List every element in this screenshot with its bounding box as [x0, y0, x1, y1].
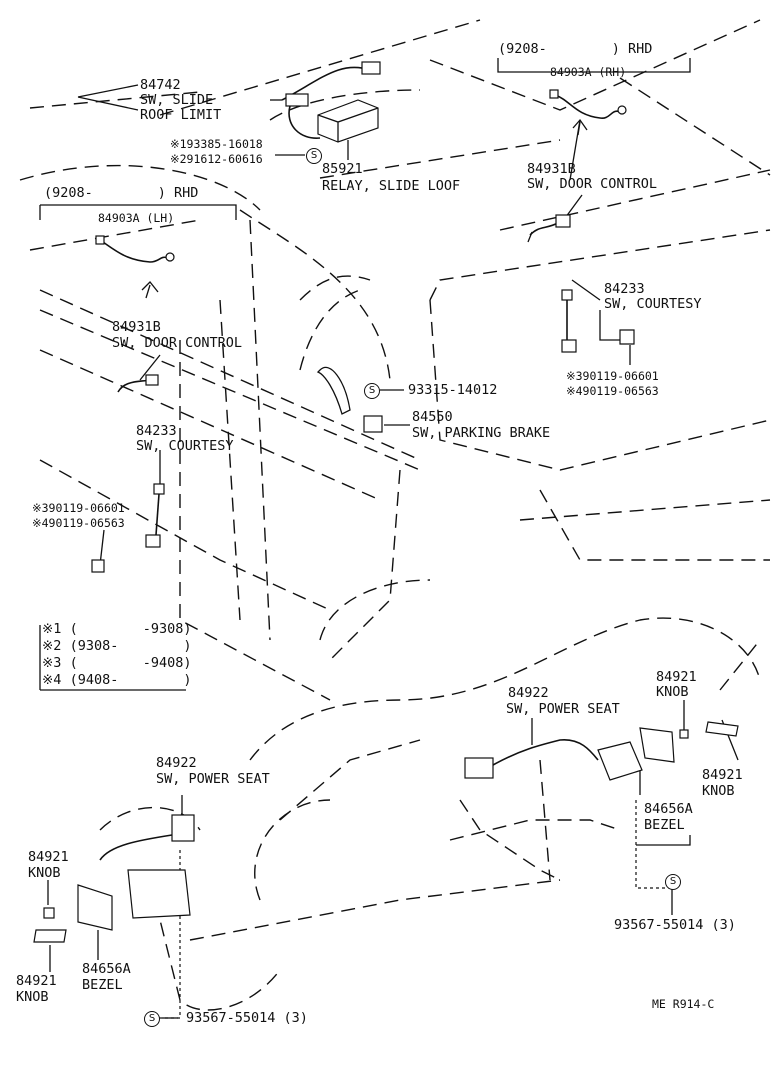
- part-number-84903a-rh: 84903A (RH): [550, 65, 627, 79]
- screw-s-symbol: S: [665, 874, 681, 890]
- part-name-84921-l2: KNOB: [16, 989, 49, 1005]
- part-name-84233-l: SW, COURTESY: [136, 438, 234, 454]
- part-number-84742: 84742: [140, 77, 181, 93]
- legend-row-3: ※3 ( -9408): [42, 655, 192, 671]
- screw-note-1: ※193385-16018: [170, 137, 263, 151]
- legend-row-1: ※1 ( -9308): [42, 621, 192, 637]
- bolt-note-r-2: ※490119-06563: [566, 384, 659, 398]
- part-name-84922-l: SW, POWER SEAT: [156, 771, 270, 787]
- part-number-93567-l: 93567-55014 (3): [186, 1010, 308, 1026]
- courtesy-switch-l: [91, 483, 165, 573]
- power-seat-switch-r: [464, 721, 739, 781]
- part-name-84656a-r: BEZEL: [644, 817, 685, 833]
- power-seat-switch-l: [33, 814, 195, 943]
- bolt-note-r-1: ※390119-06601: [566, 369, 659, 383]
- part-number-84921-r2: 84921: [702, 767, 743, 783]
- part-name-84921-l1: KNOB: [28, 865, 61, 881]
- screw-s-symbol: S: [144, 1011, 160, 1027]
- part-name-84233-r: SW, COURTESY: [604, 296, 702, 312]
- part-number-84233-l: 84233: [136, 423, 177, 439]
- rhd-note-left: (9208- ) RHD: [44, 185, 199, 201]
- part-name-85921: RELAY, SLIDE LOOF: [322, 178, 461, 194]
- legend-row-4: ※4 (9408- ): [42, 672, 192, 688]
- part-name-84922-r: SW, POWER SEAT: [506, 701, 620, 717]
- part-number-84903a-lh: 84903A (LH): [98, 211, 175, 225]
- rhd-note-right: (9208- ) RHD: [498, 41, 653, 57]
- legend-row-2: ※2 (9308- ): [42, 638, 192, 654]
- part-number-85921: 85921: [322, 161, 363, 177]
- courtesy-switch-r: [561, 289, 635, 353]
- part-number-84922-l: 84922: [156, 755, 197, 771]
- screw-s-symbol: S: [306, 148, 322, 164]
- slide-roof-relay: [317, 99, 379, 143]
- parking-brake-switch: [316, 366, 383, 433]
- part-number-84656a-l: 84656A: [82, 961, 131, 977]
- part-number-84922-r: 84922: [508, 685, 549, 701]
- door-control-switch-l: [117, 374, 159, 393]
- part-name-84921-r2: KNOB: [702, 783, 735, 799]
- slide-roof-limit-switch: [281, 61, 381, 139]
- part-name-84931b-l: SW, DOOR CONTROL: [112, 335, 243, 351]
- door-control-switch-r: [527, 214, 571, 243]
- part-number-84931b-l: 84931B: [112, 319, 161, 335]
- body-outline-lines: [19, 19, 771, 1011]
- part-name-84931b-r: SW, DOOR CONTROL: [527, 176, 658, 192]
- part-number-84921-r1: 84921: [656, 669, 697, 685]
- part-name-84921-r1: KNOB: [656, 684, 689, 700]
- part-name-84742-1: SW, SLIDE: [140, 92, 214, 108]
- part-number-84656a-r: 84656A: [644, 801, 693, 817]
- part-name-84742-2: ROOF LIMIT: [140, 107, 222, 123]
- bolt-note-l-2: ※490119-06563: [32, 516, 125, 530]
- part-number-84921-l2: 84921: [16, 973, 57, 989]
- screw-s-symbol: S: [364, 383, 380, 399]
- part-number-84233-r: 84233: [604, 281, 645, 297]
- screw-note-2: ※291612-60616: [170, 152, 263, 166]
- door-control-harness-lh: [95, 235, 175, 299]
- bolt-note-l-1: ※390119-06601: [32, 501, 125, 515]
- part-number-84921-l1: 84921: [28, 849, 69, 865]
- part-number-84550: 84550: [412, 409, 453, 425]
- part-name-84550: SW, PARKING BRAKE: [412, 425, 551, 441]
- part-name-84656a-l: BEZEL: [82, 977, 123, 993]
- part-number-93567-r: 93567-55014 (3): [614, 917, 736, 933]
- part-number-93315: 93315-14012: [408, 382, 498, 398]
- drawing-code: ME R914-C: [652, 997, 715, 1011]
- door-control-harness-rh: [549, 89, 627, 136]
- part-number-84931b-r: 84931B: [527, 161, 576, 177]
